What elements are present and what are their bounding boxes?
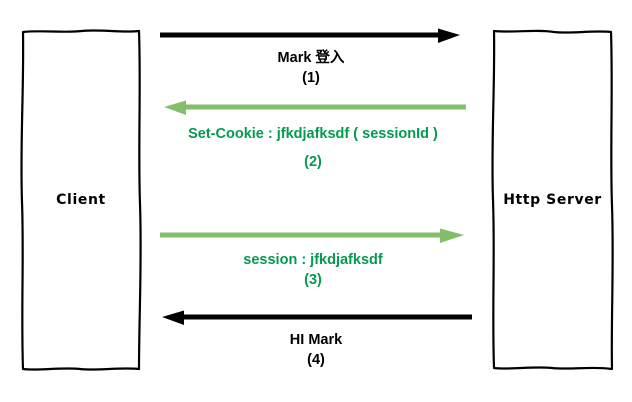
arrow-left-black-4 (162, 310, 472, 325)
participant-box-client: Client (20, 28, 142, 372)
participant-label-server: Http Server (503, 192, 602, 208)
message-1-sequence: (1) (302, 70, 320, 86)
message-4-sequence: (4) (307, 352, 325, 368)
participant-label-client: Client (56, 192, 106, 208)
message-3-sequence: (3) (304, 272, 322, 288)
client-box-outline (20, 29, 142, 371)
arrow-right-green-3 (160, 228, 464, 243)
server-box-outline (491, 29, 614, 371)
arrow-right-black-1 (160, 28, 460, 43)
message-4-label: HI Mark (289, 332, 343, 348)
message-1-label: Mark 登入 (277, 50, 345, 66)
arrow-left-green-2 (164, 100, 466, 115)
message-3-label: session : jfkdjafksdf (243, 252, 383, 268)
message-2-label: Set-Cookie : jfkdjafksdf ( sessionId ) (188, 126, 438, 142)
message-2-sequence: (2) (304, 154, 322, 170)
participant-box-server: Http Server (490, 28, 615, 372)
